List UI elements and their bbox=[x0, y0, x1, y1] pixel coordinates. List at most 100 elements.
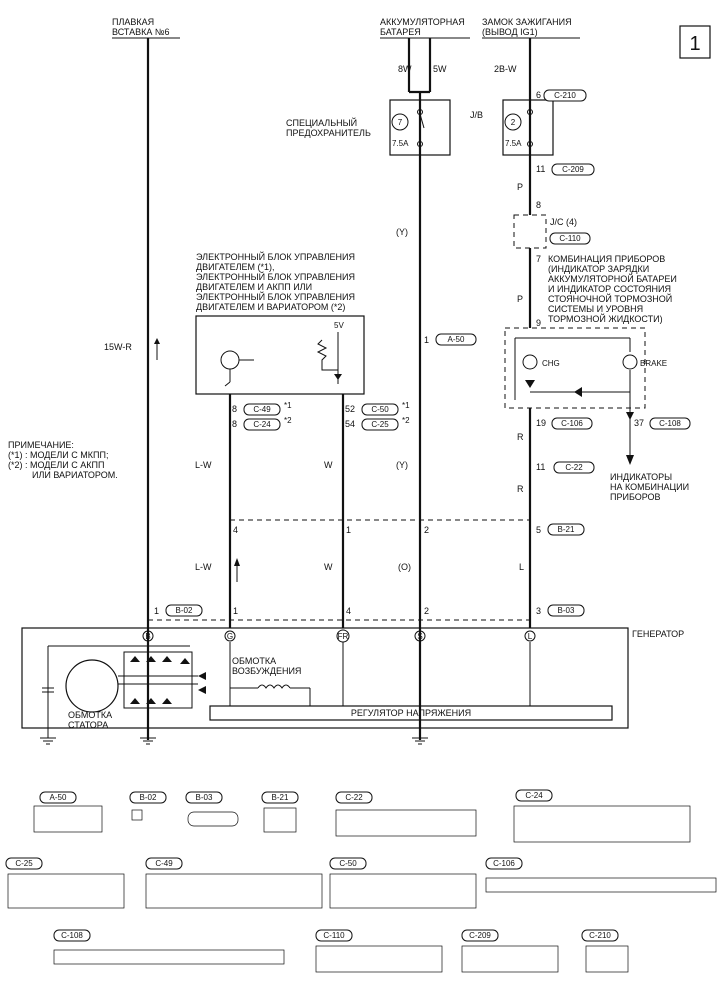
pin-9: 9 bbox=[536, 318, 541, 328]
voltage-regulator-box bbox=[209, 705, 613, 721]
wire-color-l1: L bbox=[519, 562, 524, 572]
conn-view-label-c24: C-24 bbox=[525, 791, 543, 800]
ground-icon-2 bbox=[40, 737, 56, 745]
generator-label: ГЕНЕРАТОР bbox=[632, 629, 684, 639]
pin-1c: 1 bbox=[154, 606, 159, 616]
stator-coil-icon bbox=[65, 659, 119, 713]
conn-view-label-b03: B-03 bbox=[196, 793, 213, 802]
conn-ref-c49-a: C-49 bbox=[253, 405, 271, 414]
conn-ref-c24-a: C-24 bbox=[253, 420, 271, 429]
pin-37: 37 bbox=[634, 418, 644, 428]
conn-ref-b03-a: B-03 bbox=[558, 606, 575, 615]
field-coil-label-line1: ОБМОТКА bbox=[232, 656, 276, 666]
pin-19: 19 bbox=[536, 418, 546, 428]
ground-icon-1 bbox=[140, 728, 156, 745]
page-number: 1 bbox=[689, 33, 700, 55]
fuse6-label-line2: ВСТАВКА №6 bbox=[112, 27, 170, 37]
terminal-s: S bbox=[417, 632, 422, 641]
wire-color-15wr: 15W-R bbox=[104, 342, 132, 352]
terminal-b: B bbox=[145, 632, 150, 641]
indicators-label-line2: НА КОМБИНАЦИИ bbox=[610, 482, 689, 492]
connector-view-c108: C-108 bbox=[53, 929, 285, 965]
conn-ref-c210: C-210 bbox=[554, 91, 576, 100]
connector-view-c22: C-22 bbox=[335, 791, 477, 837]
conn-view-label-c49: C-49 bbox=[155, 859, 173, 868]
wire-color-r2: R bbox=[517, 484, 524, 494]
superscript-2a: *2 bbox=[284, 416, 292, 425]
combo-label-line5: СТОЯНОЧНОЙ ТОРМОЗНОЙ bbox=[548, 293, 672, 304]
ignition-label-line1: ЗАМОК ЗАЖИГАНИЯ bbox=[482, 17, 572, 27]
connector-view-c210: C-210 bbox=[581, 929, 629, 973]
ecu-label-line1: ЭЛЕКТРОННЫЙ БЛОК УПРАВЛЕНИЯ bbox=[196, 251, 355, 262]
connector-view-c106: C-106 bbox=[485, 857, 717, 893]
wire-color-y2: (Y) bbox=[396, 460, 408, 470]
conn-view-label-c50: C-50 bbox=[339, 859, 357, 868]
pin-8b: 8 bbox=[232, 404, 237, 414]
conn-ref-c209: C-209 bbox=[562, 165, 584, 174]
fuse6-label-line1: ПЛАВКАЯ bbox=[112, 17, 154, 27]
wire-color-8w: 8W bbox=[398, 64, 412, 74]
connector-view-c209: C-209 bbox=[461, 929, 559, 973]
indicators-label-line3: ПРИБОРОВ bbox=[610, 492, 661, 502]
connector-view-a50: A-50 bbox=[33, 791, 103, 833]
ecu-label-line3: ЭЛЕКТРОННЫЙ БЛОК УПРАВЛЕНИЯ bbox=[196, 271, 355, 282]
transistor-icon bbox=[220, 350, 240, 370]
wire-color-w-b: W bbox=[324, 562, 333, 572]
conn-ref-c50-a: C-50 bbox=[371, 405, 389, 414]
pin-8c: 8 bbox=[232, 419, 237, 429]
terminal-l: L bbox=[528, 632, 533, 641]
pin-4b: 4 bbox=[346, 606, 351, 616]
ecu-label-line2: ДВИГАТЕЛЕМ (*1), bbox=[196, 262, 275, 272]
pin-2b: 2 bbox=[424, 606, 429, 616]
ecu-box bbox=[195, 315, 365, 395]
ground-icon-3 bbox=[412, 728, 428, 745]
pin-1d: 1 bbox=[233, 606, 238, 616]
conn-view-label-c108: C-108 bbox=[61, 931, 83, 940]
brake-lamp-icon bbox=[622, 354, 638, 370]
pin-11a: 11 bbox=[536, 164, 545, 174]
ecu-label-line4: ДВИГАТЕЛЕМ И АКПП ИЛИ bbox=[196, 282, 312, 292]
conn-view-label-c25: C-25 bbox=[15, 859, 33, 868]
conn-ref-b21-a: B-21 bbox=[558, 525, 575, 534]
connector-view-c49: C-49 bbox=[145, 857, 323, 909]
conn-ref-c25-a: C-25 bbox=[371, 420, 389, 429]
conn-ref-b02-a: B-02 bbox=[176, 606, 193, 615]
superscript-1a: *1 bbox=[284, 401, 292, 410]
combo-label-line4: И ИНДИКАТОР СОСТОЯНИЯ bbox=[548, 284, 671, 294]
conn-view-label-c210: C-210 bbox=[589, 931, 611, 940]
connector-view-b21: B-21 bbox=[261, 791, 299, 833]
combo-label-line2: (ИНДИКАТОР ЗАРЯДКИ bbox=[548, 264, 649, 274]
connector-view-c25: C-25 bbox=[5, 857, 125, 909]
combo-meter-box bbox=[504, 327, 646, 409]
conn-ref-a50-a: A-50 bbox=[448, 335, 465, 344]
combo-label-line1: КОМБИНАЦИЯ ПРИБОРОВ bbox=[548, 254, 665, 264]
special-fuse-label-line2: ПРЕДОХРАНИТЕЛЬ bbox=[286, 128, 371, 138]
note-label-line1: ПРИМЕЧАНИЕ: bbox=[8, 440, 74, 450]
conn-view-label-c110: C-110 bbox=[323, 931, 345, 940]
chg-lamp-icon bbox=[522, 354, 538, 370]
conn-view-label-b21: B-21 bbox=[272, 793, 289, 802]
jb-label: J/B bbox=[470, 110, 483, 120]
pin-54: 54 bbox=[345, 419, 355, 429]
fuse-a-rating: 7.5A bbox=[392, 139, 409, 148]
wire-color-y1: (Y) bbox=[396, 227, 408, 237]
special-fuse-box bbox=[389, 99, 451, 156]
conn-view-label-b02: B-02 bbox=[140, 793, 157, 802]
wire-color-5w: 5W bbox=[433, 64, 447, 74]
stator-label-line1: ОБМОТКА bbox=[68, 710, 112, 720]
pin-8a: 8 bbox=[536, 200, 541, 210]
battery-label-line2: БАТАРЕЯ bbox=[380, 27, 421, 37]
pin-2a: 2 bbox=[424, 525, 429, 535]
fuse-b-rating: 7.5A bbox=[505, 139, 522, 148]
ecu-label-line5: ЭЛЕКТРОННЫЙ БЛОК УПРАВЛЕНИЯ bbox=[196, 291, 355, 302]
wire-color-2bw: 2B-W bbox=[494, 64, 517, 74]
wire-color-p2: P bbox=[517, 294, 523, 304]
pin-6: 6 bbox=[536, 90, 541, 100]
connector-view-b03: B-03 bbox=[185, 791, 239, 827]
chg-label: CHG bbox=[542, 359, 560, 368]
combo-label-line3: АККУМУЛЯТОРНОЙ БАТАРЕИ bbox=[548, 273, 677, 284]
pin-1a: 1 bbox=[424, 335, 429, 345]
connector-view-b02: B-02 bbox=[129, 791, 167, 821]
